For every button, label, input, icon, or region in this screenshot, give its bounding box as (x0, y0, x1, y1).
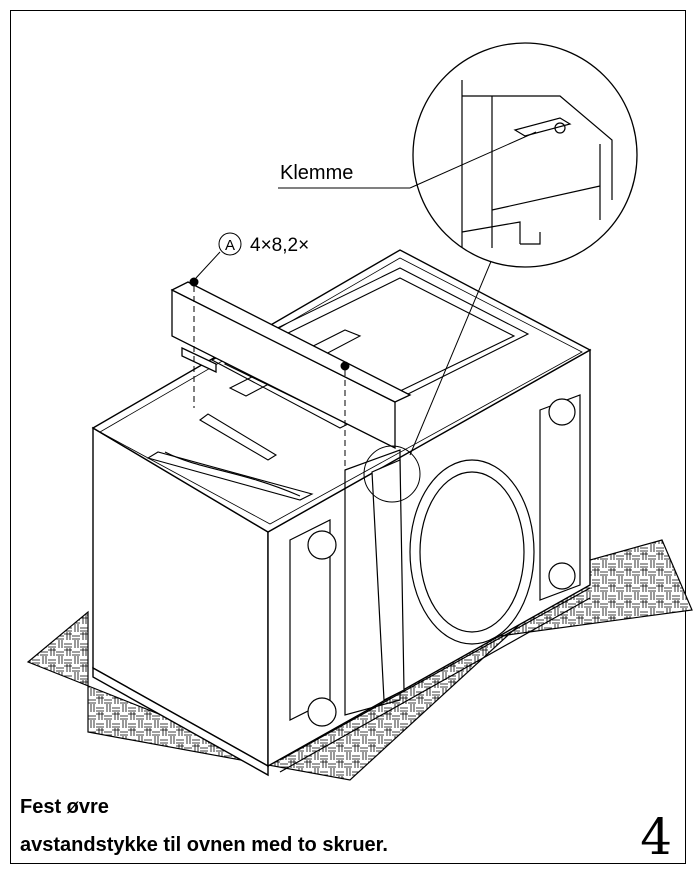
detail-leader (409, 227, 506, 456)
spacer-bar (170, 281, 412, 450)
oven-body (91, 249, 592, 777)
pipes (279, 394, 591, 773)
detail-circle (363, 445, 421, 503)
fan-opening (409, 459, 535, 645)
screw-right (340, 361, 350, 472)
caption-line-1: Fest øvre (20, 796, 109, 818)
page-number: 4 (640, 808, 672, 866)
screw-spec: 4×8,2× (250, 235, 309, 256)
screw-callout: A 4×8,2× (195, 232, 309, 279)
klemme-callout: Klemme (278, 131, 537, 189)
caption-line-2: avstandstykke til ovnen med to skruer. (20, 834, 388, 856)
screw-marker-circle (218, 232, 242, 256)
klemme-label: Klemme (280, 162, 353, 184)
magnified-detail (412, 42, 638, 268)
screw-left (189, 277, 199, 408)
screw-marker: A (225, 237, 235, 254)
page-frame (10, 10, 686, 864)
